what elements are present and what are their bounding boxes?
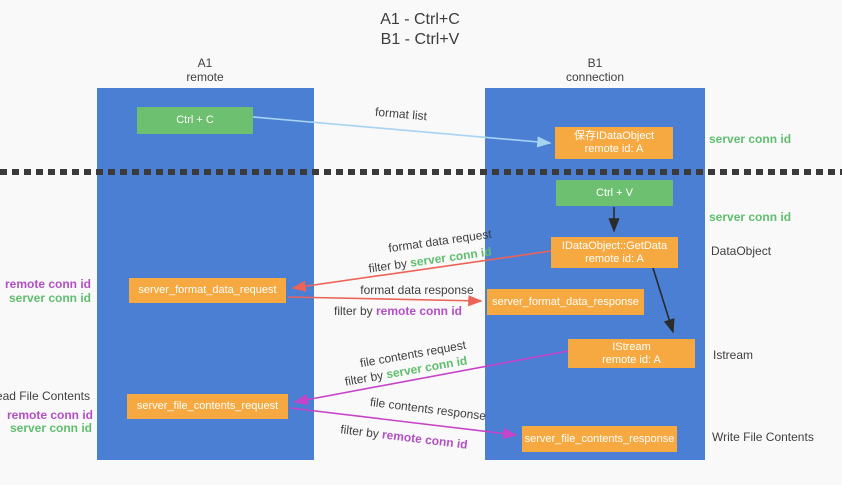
node-istream[interactable]: IStream remote id: A [568,339,695,368]
edge-label-filter-by-remote-conn-id-2: filter by remote conn id [340,422,469,451]
node-server-format-data-response[interactable]: server_format_data_response [487,289,644,315]
node-server-format-data-response-label: server_format_data_response [492,295,639,308]
side-label-write-file-contents: Write File Contents [712,430,814,444]
filter-by-text: filter by [367,255,412,276]
node-ctrl-c[interactable]: Ctrl + C [137,107,253,134]
edge-label-file-contents-response: file contents response [369,394,487,424]
side-label-remote-conn-id-top-left: remote conn id [4,277,91,291]
node-idataobject-getdata-line1: IDataObject::GetData [561,239,668,252]
node-idataobject-getdata[interactable]: IDataObject::GetData remote id: A [551,237,678,268]
side-label-remote-conn-id-bottom-left: remote conn id [6,408,93,422]
arrow-format-data-response [287,295,483,307]
node-ctrl-c-label: Ctrl + C [176,114,214,126]
edge-label-filter-by-remote-conn-id-1: filter by remote conn id [334,304,462,318]
node-istream-line1: IStream [612,340,651,353]
diagram-title-line1: A1 - Ctrl+C [380,11,460,28]
side-label-server-conn-id-mid-right: server conn id [709,210,792,224]
diagram-title: A1 - Ctrl+C B1 - Ctrl+V [300,10,540,50]
node-server-file-contents-request[interactable]: server_file_contents_request [127,394,288,419]
node-save-idataobject-line1: 保存IDataObject [573,130,655,142]
node-istream-line2: remote id: A [602,353,661,366]
edge-label-format-data-response: format data response [360,283,474,297]
side-label-server-conn-id-top-left: server conn id [8,291,91,305]
filter-by-text: filter by [339,422,384,442]
node-ctrl-v-label: Ctrl + V [596,186,633,199]
node-save-idataobject-line2: remote id: A [584,143,644,155]
node-server-file-contents-response-label: server_file_contents_response [524,432,675,445]
node-server-file-contents-request-label: server_file_contents_request [136,400,279,412]
filter-by-text: filter by [343,367,388,389]
column-b1-name: B1 [587,56,603,70]
node-save-idataobject[interactable]: 保存IDataObject remote id: A [555,127,673,159]
column-a1-subtitle: remote [186,70,224,84]
node-server-format-data-request[interactable]: server_format_data_request [129,278,286,303]
edge-label-format-list: format list [374,104,428,124]
side-label-dataobject: DataObject [711,244,772,258]
node-idataobject-getdata-line2: remote id: A [585,252,644,265]
side-label-istream: Istream [713,348,754,362]
column-header-b1: B1 connection [485,56,705,84]
node-ctrl-v[interactable]: Ctrl + V [556,180,673,206]
node-server-file-contents-response[interactable]: server_file_contents_response [522,426,677,452]
remote-conn-id-text: remote conn id [381,427,469,452]
filter-by-text: filter by [333,304,376,318]
side-label-server-conn-id-top-right: server conn id [709,132,792,146]
remote-conn-id-text: remote conn id [376,304,463,318]
column-b1-subtitle: connection [565,70,625,84]
column-a1-name: A1 [197,56,213,70]
node-server-format-data-request-label: server_format_data_request [138,284,277,296]
side-label-server-conn-id-bottom-left: server conn id [9,421,92,435]
side-label-read-file-contents: Read File Contents [0,389,90,403]
diagram-title-line2: B1 - Ctrl+V [380,31,460,48]
session-divider-dotted-line [0,169,842,175]
column-header-a1: A1 remote [95,56,315,84]
